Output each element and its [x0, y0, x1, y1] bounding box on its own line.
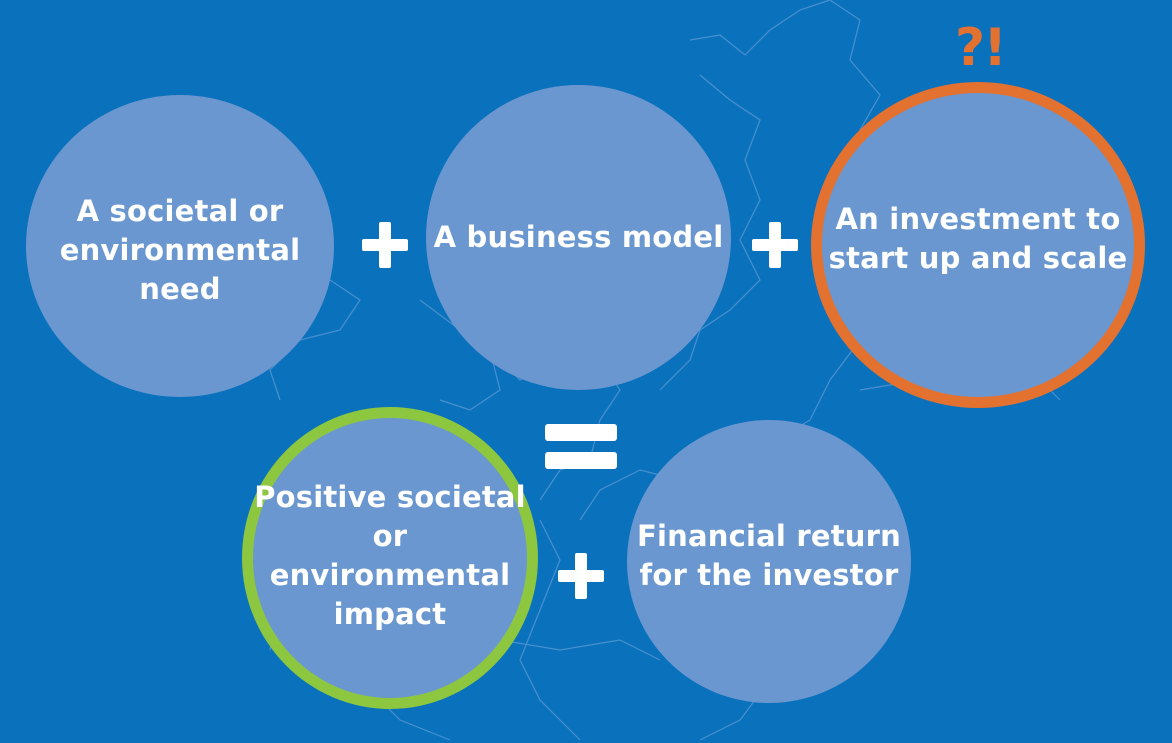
societal-need-line-3: need: [139, 271, 221, 306]
investment-text: An investment to start up and scale: [829, 200, 1128, 290]
positive-impact-line-2: or environmental: [269, 519, 511, 592]
business-model-circle: A business model: [426, 85, 731, 390]
societal-need-circle: A societal or environmental need: [26, 95, 334, 397]
societal-need-line-1: A societal or: [76, 193, 284, 228]
question-exclamation-mark: ?!: [955, 18, 1007, 78]
financial-return-text: Financial return for the investor: [637, 517, 901, 607]
positive-impact-line-3: impact: [333, 597, 447, 631]
positive-impact-line-1: Positive societal: [254, 480, 526, 514]
plus-icon: [558, 553, 604, 599]
business-model-line-1: A business model: [433, 220, 724, 254]
plus-icon: [752, 222, 798, 268]
investment-line-1: An investment to: [835, 202, 1121, 236]
investment-line-2: start up and scale: [828, 241, 1128, 275]
positive-impact-circle: Positive societal or environmental impac…: [242, 407, 538, 709]
societal-need-text: A societal or environmental need: [60, 184, 301, 309]
positive-impact-text: Positive societal or environmental impac…: [253, 478, 527, 638]
plus-icon: [362, 222, 408, 268]
business-model-text: A business model: [434, 218, 724, 257]
financial-return-line-1: Financial return: [637, 518, 901, 553]
investment-circle: An investment to start up and scale: [811, 82, 1145, 408]
financial-return-circle: Financial return for the investor: [627, 420, 911, 703]
financial-return-line-2: for the investor: [639, 557, 899, 592]
societal-need-line-2: environmental: [59, 232, 301, 267]
equals-icon: [545, 424, 617, 472]
